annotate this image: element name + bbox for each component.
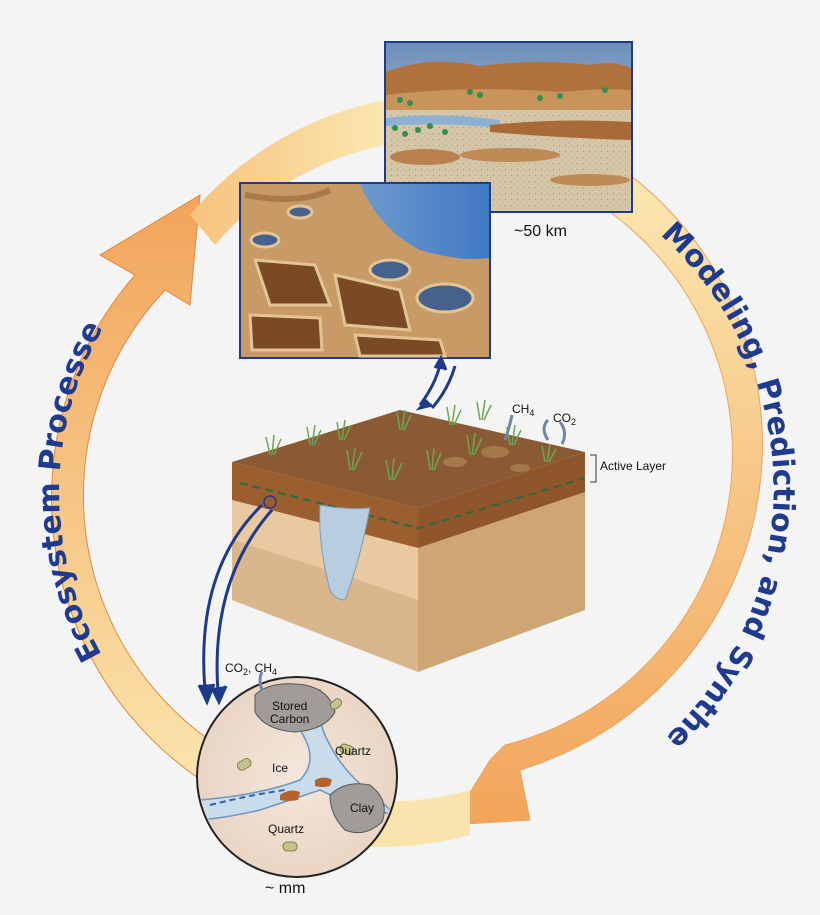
landscape-panel: ~50 km <box>384 41 633 240</box>
quartz-right-label: Quartz <box>335 744 371 758</box>
quartz-bottom-label: Quartz <box>268 822 304 836</box>
polygon-panel <box>239 182 491 359</box>
top-cycle-arc <box>190 100 385 245</box>
pore-scale-label: ~ mm <box>265 880 305 897</box>
stored-carbon-label-line1: Stored <box>272 699 307 713</box>
connector-up-arrows <box>415 354 457 411</box>
ice-label: Ice <box>272 761 288 775</box>
clay-label: Clay <box>350 801 374 815</box>
left-cycle-arrow <box>50 194 263 806</box>
landscape-scale-label: ~50 km <box>514 223 567 240</box>
pore-scale-circle: CO2, CH4 Stored Carbon Quartz Ice Clay Q… <box>196 661 398 897</box>
connector-down-arrows <box>197 503 274 706</box>
soil-block: CH4 CO2 Active Layer <box>232 399 666 672</box>
stored-carbon-label-line2: Carbon <box>270 712 309 726</box>
pore-gas-label: CO2, CH4 <box>225 661 277 677</box>
active-layer-label: Active Layer <box>600 459 666 473</box>
ch4-flux-label: CH4 <box>512 402 534 418</box>
co2-flux-label: CO2 <box>553 411 576 427</box>
ecosystem-processes-label: Ecosystem Processes <box>0 0 110 668</box>
